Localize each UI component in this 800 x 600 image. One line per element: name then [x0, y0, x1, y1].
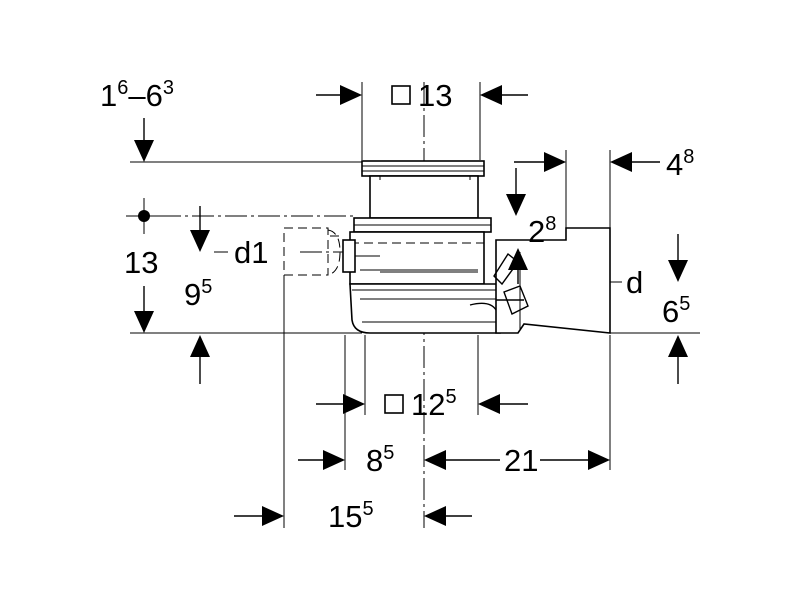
side-inlet-stub — [342, 239, 356, 273]
lower-bowl — [349, 283, 501, 334]
d1-label: d1 — [234, 235, 268, 270]
offset-28-label: 28 — [528, 213, 556, 249]
top-flange — [361, 160, 485, 177]
square-125-label: 125 — [411, 386, 457, 422]
square-symbol-icon — [391, 85, 411, 105]
square-symbol-icon-2 — [384, 394, 404, 414]
upper-cylinder — [369, 175, 479, 219]
outlet-housing — [495, 227, 611, 334]
d-label: d — [626, 265, 643, 300]
range-label: 16–63 — [100, 77, 174, 113]
drain-body — [342, 160, 611, 334]
dimension-labels: 16–63 13 13 95 d1 28 48 d 65 125 — [100, 77, 694, 534]
height-65-label: 65 — [662, 293, 690, 329]
width-155-label: 155 — [328, 498, 374, 534]
offset-48-label: 48 — [666, 146, 694, 182]
reference-point-icon — [126, 198, 162, 234]
outlet-square-label: 13 — [418, 78, 452, 113]
height-inner-label: 95 — [184, 276, 212, 312]
width-21-label: 21 — [504, 443, 538, 478]
sleeve — [349, 231, 485, 285]
dimension-arrows — [134, 85, 688, 526]
height-left-label: 13 — [124, 245, 158, 280]
side-connection-outline — [283, 227, 344, 276]
width-85-label: 85 — [366, 442, 394, 478]
